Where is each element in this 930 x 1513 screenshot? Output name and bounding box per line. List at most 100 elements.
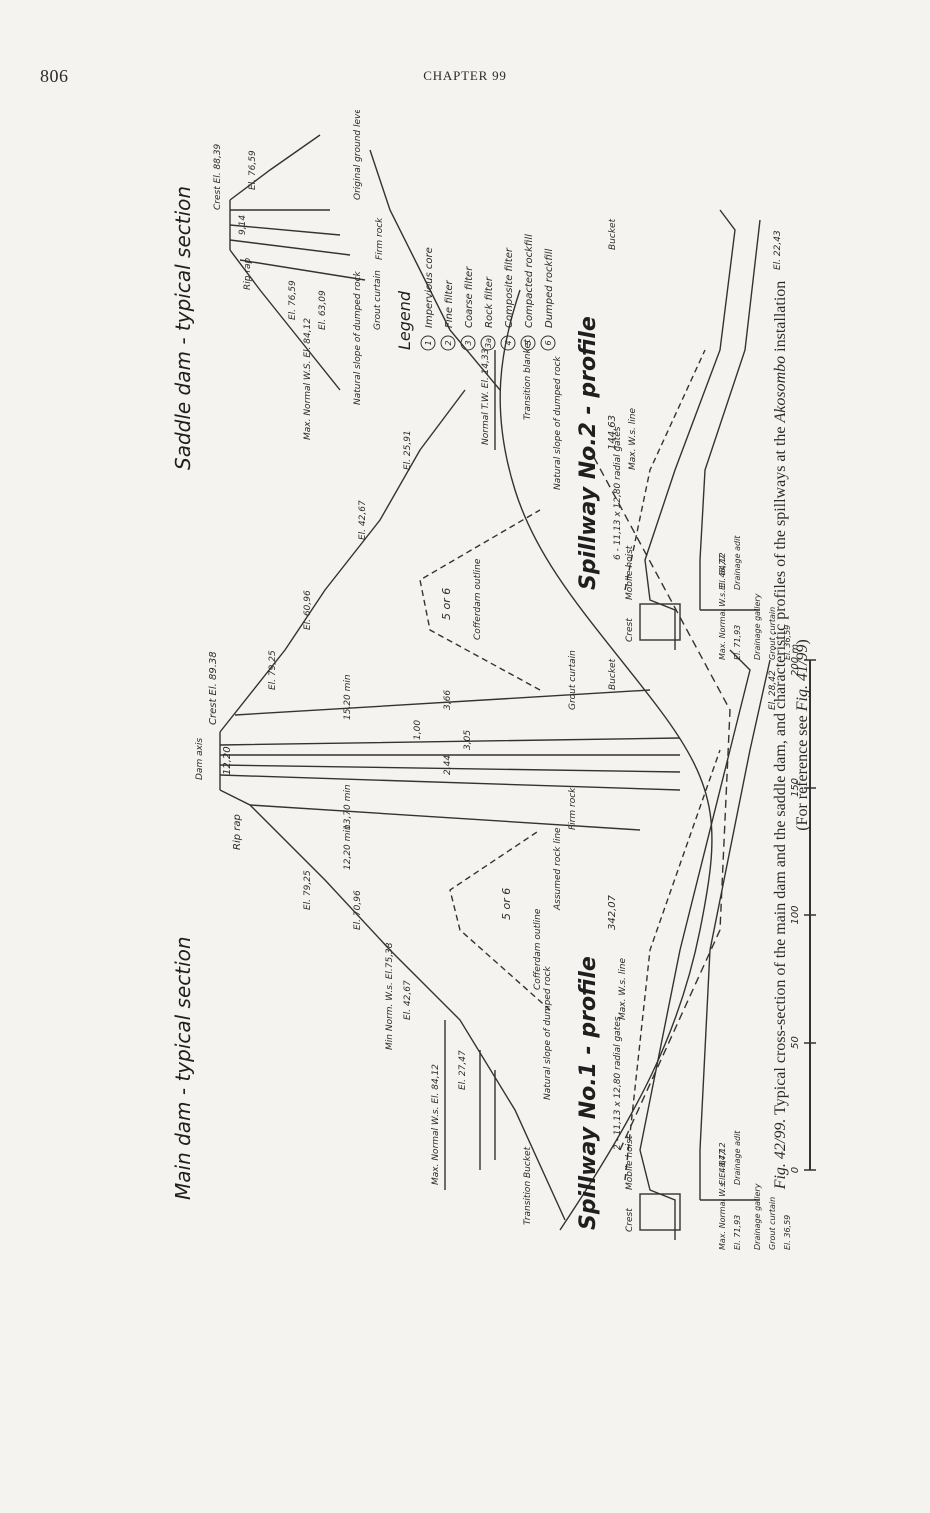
main-dam-section — [219, 289, 731, 1231]
main-dam-zone-left-label: 5 or 6 — [500, 888, 513, 920]
legend-marker — [500, 335, 516, 351]
saddle-dam-downstream-slope — [229, 134, 321, 201]
main-dam-el25-label: El. 25,91 — [403, 430, 413, 470]
main-dam-ground-line — [499, 289, 713, 1231]
spillway-1-drainage-adit-label: Drainage adit — [733, 1130, 742, 1185]
saddle-dam-title: Saddle dam - typical section — [171, 186, 195, 470]
main-dam-downstream-slope — [219, 389, 466, 733]
main-dam-title: Main dam - typical section — [171, 936, 195, 1200]
main-dam-normal-tw-label: Normal T.W. El. 14,33 — [481, 348, 491, 445]
legend-label: Fine filter — [444, 279, 455, 328]
main-dam-dim-305: 3,05 — [463, 730, 473, 750]
main-dam-cofferdam-right — [419, 509, 541, 691]
spillway-1-length-label: 342,07 — [607, 894, 618, 930]
caption-text: Typical cross-section of the main dam an… — [772, 426, 789, 1115]
caption-prefix: Fig. 42/99. — [772, 1118, 789, 1190]
spillway-1-drainage-gallery-label: Drainage gallery — [753, 1183, 762, 1250]
spillway-1-profile — [624, 649, 771, 1240]
spillway-2-bucket-label: Bucket — [608, 218, 618, 250]
spillway-1-crest-label: Crest — [625, 1208, 635, 1232]
main-dam-dim-1520: 15,20 min — [343, 674, 353, 720]
legend-marker — [520, 335, 536, 351]
saddle-dam-rip-rap-label: Rip rap — [243, 257, 253, 290]
legend-label: Rock filter — [484, 276, 495, 328]
legend-label: Impervious core — [424, 247, 435, 328]
spillway-1-el-end-label: El. 28,42 — [768, 670, 778, 710]
spillway-2-el48-label: El. 48,77 — [718, 554, 727, 590]
main-dam-firm-rock-label: Firm rock — [568, 787, 578, 830]
main-dam-cofferdam-left-label: Cofferdam outline — [533, 908, 543, 990]
spillway-2-gates-label: 6 - 11,13 x 12,80 radial gates — [613, 426, 623, 560]
main-dam-dim-244: 2,44 — [443, 755, 453, 775]
legend-number: 2 — [444, 340, 453, 345]
caption-ref-fig: Fig. 41/99 — [794, 644, 811, 712]
legend-label: Composite filter — [504, 247, 515, 328]
main-dam-water-levels — [444, 350, 496, 1190]
spillway-2-title: Spillway No.2 - profile — [576, 316, 601, 590]
legend-number: 3a — [484, 338, 493, 348]
spillway-2-el36-label: El. 36,59 — [783, 625, 792, 660]
main-dam-transition-bucket-label: Transition Bucket — [523, 1146, 533, 1225]
spillway-1-chute-base — [699, 659, 771, 1200]
spillway-1-el36-label: El. 36,59 — [783, 1215, 792, 1250]
spillway-2-drainage-adit-label: Drainage adit — [733, 535, 742, 590]
saddle-dam-el76-label: El. 76,59 — [248, 150, 258, 190]
scale-tick-label: 50 — [790, 1036, 801, 1049]
legend-number: 3 — [464, 340, 473, 345]
main-dam-grout-curtain-label: Grout curtain — [568, 650, 578, 710]
spillway-2-gate-structure — [639, 603, 681, 641]
spillway-1-max-normal-label: Max. Normal W.s. El. 84,12 — [718, 1142, 727, 1250]
scale-tick-label: 150 — [790, 778, 801, 797]
main-dam-el70-label: El. 70,96 — [353, 890, 363, 930]
saddle-dam-legend: Legend 1 Impervious core 2 Fine filter 3 Coar… — [395, 234, 556, 351]
spillway-2-el-end-label: El. 22,43 — [773, 230, 783, 270]
legend-number: 1 — [424, 340, 433, 345]
spillway-2-ws-line — [624, 349, 706, 591]
spillway-2-chute-base — [699, 219, 761, 610]
legend-marker — [460, 335, 476, 351]
saddle-dam-crest-label: Crest El. 88,39 — [213, 143, 223, 210]
main-dam-natural-slope-right-label: Natural slope of dumped rock — [553, 355, 563, 490]
main-dam-crest-label: Crest El. 89.38 — [208, 651, 219, 725]
main-dam-dim-100: 1,00 — [413, 720, 423, 740]
spillway-1-bucket-label: Bucket — [608, 658, 618, 690]
caption-suffix: installation — [772, 280, 789, 352]
spillway-1-grout-curtain-label: Grout curtain — [768, 1197, 777, 1250]
legend-number: 4 — [504, 340, 513, 345]
legend-title: Legend — [395, 290, 414, 350]
main-dam-max-normal-label: Max. Normal W.s. El. 84,12 — [431, 1064, 441, 1185]
main-dam-el79-right-label: El. 79,25 — [268, 650, 278, 690]
spillway-2-profile — [624, 209, 761, 650]
spillway-2-length-label: 144,63 — [607, 415, 618, 450]
figure-caption: Fig. 42/99. Typical cross-section of the… — [770, 100, 880, 1370]
main-dam-dim-1220: 12,20 min — [343, 824, 353, 870]
main-dam-core-lines — [219, 689, 681, 831]
main-dam-natural-slope-left-label: Natural slope of dumped rock — [543, 965, 553, 1100]
legend-marker — [480, 335, 496, 351]
main-dam-el42-label: El. 42,67 — [403, 980, 413, 1020]
saddle-dam-el63-label: El. 63,09 — [318, 290, 328, 330]
saddle-dam-el76-left-label: El. 76,59 — [288, 280, 298, 320]
saddle-dam-natural-slope-label: Natural slope of dumped rock — [353, 270, 363, 405]
spillway-1-el48-label: El. 48,77 — [718, 1149, 727, 1185]
scale-ticks — [804, 659, 816, 1171]
main-dam-axis-label: Dam axis — [195, 738, 205, 780]
legend-label: Coarse filter — [464, 266, 475, 328]
main-dam-dim-1370: 13,70 min — [343, 784, 353, 830]
scale-tick-label: 100 — [790, 905, 801, 924]
scale-tick-label: 200 m — [790, 644, 801, 676]
spillway-1-gate-structure — [639, 1193, 681, 1231]
spillway-2-mobile-hoist-label: Mobile hoist — [625, 545, 635, 600]
main-dam-width-label: 12,20 — [222, 746, 233, 775]
main-dam-el79-label: El. 79,25 — [303, 870, 313, 910]
engineering-drawing: Main dam - typical section Saddle dam - … — [171, 110, 816, 1250]
main-dam-el60-label: El. 60,96 — [303, 590, 313, 630]
spillway-2-crest-label: Crest — [625, 618, 635, 642]
spillway-1-el71-label: El. 71,93 — [733, 1215, 742, 1250]
main-dam-transition-blanket-label: Transition blanket — [523, 339, 533, 420]
legend-marker — [420, 335, 436, 351]
spillway-1-gates-label: 2 - 11,13 x 12,80 radial gates — [613, 1016, 623, 1150]
main-dam-assumed-rock-label: Assumed rock line — [553, 827, 563, 911]
saddle-dam-max-normal-label: Max. Normal W.S. El. 84,12 — [303, 318, 313, 440]
caption-ref-close: ) — [794, 639, 811, 645]
